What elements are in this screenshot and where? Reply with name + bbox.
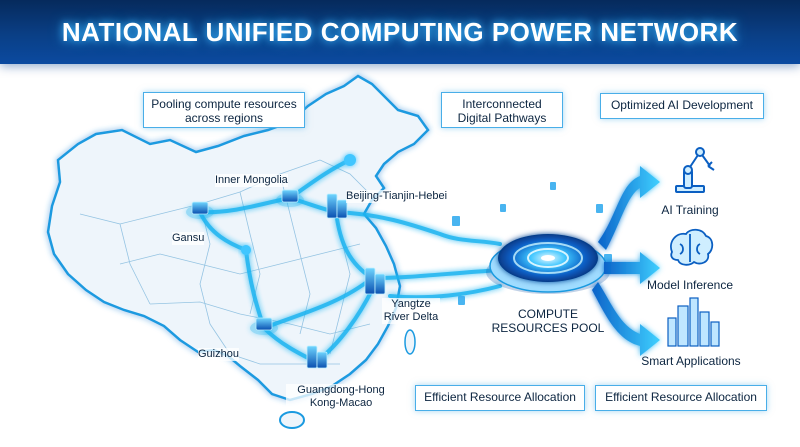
output-label-model-inference: Model Inference (646, 278, 734, 292)
china-map-outline (46, 74, 430, 402)
hainan-island (279, 411, 305, 429)
region-label-guangdong: Guangdong-Hong Kong-Macao (286, 384, 396, 410)
output-label-ai-training: AI Training (661, 203, 719, 217)
callout-efficient-allocation: Efficient Resource Allocation (415, 385, 585, 411)
server-node-icon (241, 245, 251, 255)
callout-efficient-allocation: Efficient Resource Allocation (595, 385, 767, 411)
region-label-yangtze-river-delta: Yangtze River Delta (382, 298, 440, 324)
title-banner: NATIONAL UNIFIED COMPUTING POWER NETWORK (0, 0, 800, 64)
robot-arm-icon (675, 147, 715, 193)
arrow-icon (592, 282, 660, 356)
server-node-icon (276, 189, 304, 207)
region-label-beijing-tianjin-hebei: Beijing-Tianjin-Hebei (346, 190, 448, 203)
page-title: NATIONAL UNIFIED COMPUTING POWER NETWORK (61, 16, 739, 47)
diagram-canvas (46, 74, 720, 429)
output-label-smart-applications: Smart Applications (641, 354, 741, 368)
compute-pool-icon (486, 234, 610, 294)
arrow-icon (598, 166, 660, 250)
callout-pooling: Pooling compute resources across regions (143, 92, 305, 128)
server-node-icon (364, 267, 386, 295)
brain-icon (670, 228, 714, 266)
taiwan-island (404, 329, 416, 355)
arrow-icon (604, 252, 660, 284)
server-node-icon (306, 345, 328, 369)
callout-optimized: Optimized AI Development (600, 93, 764, 119)
compute-pool-label: COMPUTE RESOURCES POOL (491, 307, 605, 335)
city-skyline-icon (667, 297, 720, 347)
diagram-stage: Pooling compute resources across regions… (0, 64, 800, 447)
region-label-inner-mongolia: Inner Mongolia (215, 174, 288, 187)
data-chip-icon (452, 182, 612, 305)
server-node-icon (326, 193, 348, 219)
region-label-guizhou: Guizhou (198, 348, 239, 361)
server-node-icon (250, 317, 278, 335)
region-label-gansu: Gansu (172, 232, 205, 245)
server-node-icon (186, 201, 214, 219)
server-node-icon (344, 154, 356, 166)
callout-pathways: Interconnected Digital Pathways (441, 92, 563, 128)
